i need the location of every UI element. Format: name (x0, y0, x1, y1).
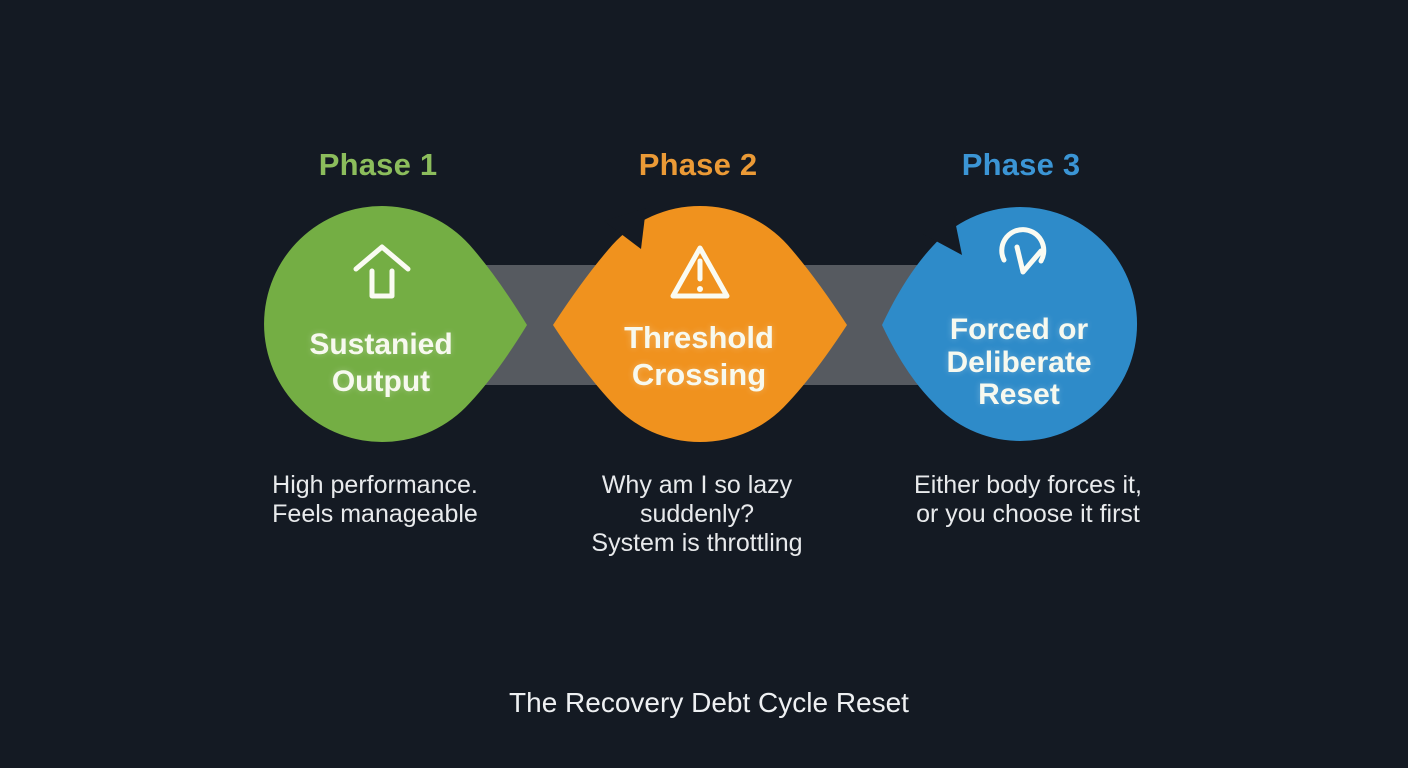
phase2-bubble-notch (604, 208, 646, 249)
phase2-label: Phase 2 (638, 147, 758, 182)
phase1-label: Phase 1 (318, 147, 438, 182)
reset-clock-icon (999, 227, 1047, 275)
diagram-title: The Recovery Debt Cycle Reset (509, 687, 909, 718)
phase3-caption: Either body forces it, or you choose it … (914, 471, 1142, 528)
phase3-label: Phase 3 (961, 147, 1081, 182)
phase3-bubble (882, 206, 1138, 442)
phase2-caption: Why am I so lazy suddenly? System is thr… (591, 471, 803, 557)
phase2-bubble-text: Threshold Crossing (624, 320, 774, 392)
phase1-bubble (264, 206, 527, 443)
phase1-caption: High performance. Feels manageable (272, 471, 478, 528)
up-arrow-icon (353, 244, 411, 299)
phase3-bubble-text: Forced or Deliberate Reset (946, 313, 1092, 411)
phase2-bubble (553, 205, 847, 443)
warning-triangle-icon (670, 245, 730, 299)
phase3-bubble-notch (921, 211, 962, 255)
phase1-bubble-text: Sustanied Output (309, 328, 453, 398)
